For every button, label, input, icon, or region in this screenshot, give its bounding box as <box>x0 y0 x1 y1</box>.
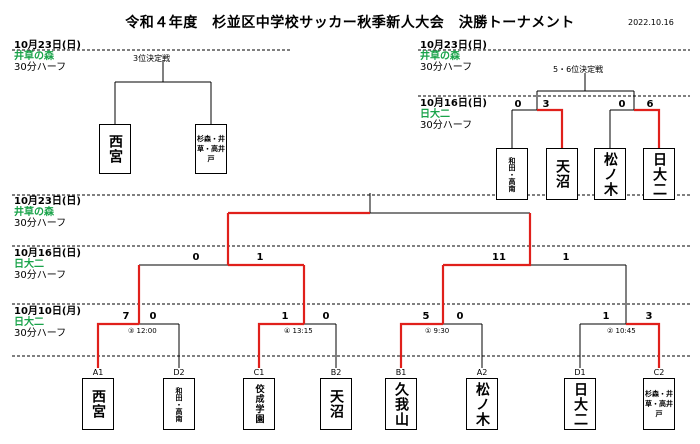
quarterfinal-score: 0 <box>149 311 157 322</box>
semifinal-score: 0 <box>192 252 200 263</box>
fifth-place-label: 5・6位決定戦 <box>553 65 604 74</box>
quarterfinal-half: 30分ハーフ <box>14 328 67 339</box>
semifinal-info: 10月16日(日) 日大二 30分ハーフ <box>14 248 81 281</box>
consolation-score: 0 <box>618 99 626 110</box>
consolation-team-name: 日大二 <box>651 151 667 197</box>
team-seed: D1 <box>574 368 586 377</box>
final-half: 30分ハーフ <box>14 218 67 229</box>
consolation-team-box: 日大二 <box>643 148 675 200</box>
team-seed: C2 <box>653 368 665 377</box>
date-label: 2022.10.16 <box>628 18 674 27</box>
quarterfinal-score: 0 <box>456 311 464 322</box>
team-name: 西宮 <box>90 389 106 419</box>
third-place-team-box: 杉森・井草・高井戸 <box>195 124 227 174</box>
consolation-info: 10月16日(日) 日大二 30分ハーフ <box>420 98 487 131</box>
team-box: 杉森・井草・高井戸 <box>643 378 675 430</box>
team-name: 久我山 <box>393 381 409 427</box>
quarterfinal-date: 10月10日(月) <box>14 306 81 317</box>
final-date: 10月23日(日) <box>14 196 81 207</box>
consolation-score: 0 <box>514 99 522 110</box>
fifth-place-venue: 井草の森 <box>420 51 460 62</box>
final-venue: 井草の森 <box>14 207 54 218</box>
team-seed: A1 <box>92 368 104 377</box>
team-name: 松ノ木 <box>474 381 490 427</box>
quarterfinal-score: 5 <box>422 311 430 322</box>
semifinal-venue: 日大二 <box>14 259 44 270</box>
consolation-team-name: 天沼 <box>554 159 570 189</box>
match-tag: ② 10:45 <box>607 327 636 335</box>
consolation-team-name: 和田・高南 <box>508 156 516 192</box>
team-name: 和田・高南 <box>175 386 183 422</box>
consolation-team-box: 和田・高南 <box>496 148 528 200</box>
third-place-info: 10月23日(日) 井草の森 30分ハーフ <box>14 40 81 73</box>
third-place-team-name: 西宮 <box>107 134 123 164</box>
team-seed: B1 <box>395 368 407 377</box>
consolation-score: 6 <box>646 99 654 110</box>
team-box: 西宮 <box>82 378 114 430</box>
team-box: 天沼 <box>320 378 352 430</box>
team-seed: A2 <box>476 368 488 377</box>
third-place-date: 10月23日(日) <box>14 40 81 51</box>
third-place-team-name: 杉森・井草・高井戸 <box>197 135 225 163</box>
team-seed: D2 <box>173 368 185 377</box>
consolation-team-box: 松ノ木 <box>594 148 626 200</box>
team-name: 日大二 <box>572 381 588 427</box>
fifth-place-half: 30分ハーフ <box>420 62 473 73</box>
quarterfinal-score: 0 <box>322 311 330 322</box>
consolation-half: 30分ハーフ <box>420 120 473 131</box>
consolation-score: 3 <box>542 99 550 110</box>
final-info: 10月23日(日) 井草の森 30分ハーフ <box>14 196 81 229</box>
team-box: 日大二 <box>564 378 596 430</box>
consolation-venue: 日大二 <box>420 109 450 120</box>
consolation-date: 10月16日(日) <box>420 98 487 109</box>
semifinal-score: 1 <box>562 252 570 263</box>
team-box: 和田・高南 <box>163 378 195 430</box>
consolation-team-box: 天沼 <box>546 148 578 200</box>
quarterfinal-info: 10月10日(月) 日大二 30分ハーフ <box>14 306 81 339</box>
quarterfinal-score: 1 <box>602 311 610 322</box>
quarterfinal-venue: 日大二 <box>14 317 44 328</box>
semifinal-score: 11 <box>492 252 506 263</box>
third-place-label: 3位決定戦 <box>133 54 171 63</box>
quarterfinal-score: 3 <box>645 311 653 322</box>
match-tag: ① 9:30 <box>425 327 450 335</box>
match-tag: ③ 12:00 <box>128 327 157 335</box>
team-name: 杉森・井草・高井戸 <box>645 390 673 418</box>
team-box: 久我山 <box>385 378 417 430</box>
third-place-team-box: 西宮 <box>99 124 131 174</box>
third-place-half: 30分ハーフ <box>14 62 67 73</box>
team-box: 松ノ木 <box>466 378 498 430</box>
fifth-place-info: 10月23日(日) 井草の森 30分ハーフ <box>420 40 487 73</box>
consolation-team-name: 松ノ木 <box>602 151 618 197</box>
team-name: 天沼 <box>328 389 344 419</box>
quarterfinal-score: 7 <box>122 311 130 322</box>
team-seed: C1 <box>253 368 265 377</box>
third-place-venue: 井草の森 <box>14 51 54 62</box>
match-tag: ④ 13:15 <box>284 327 313 335</box>
team-name: 佼成学園 <box>253 384 264 424</box>
page-title: 令和４年度 杉並区中学校サッカー秋季新人大会 決勝トーナメント <box>125 15 575 31</box>
semifinal-score: 1 <box>256 252 264 263</box>
team-seed: B2 <box>330 368 342 377</box>
semifinal-date: 10月16日(日) <box>14 248 81 259</box>
semifinal-half: 30分ハーフ <box>14 270 67 281</box>
quarterfinal-score: 1 <box>281 311 289 322</box>
fifth-place-date: 10月23日(日) <box>420 40 487 51</box>
team-box: 佼成学園 <box>243 378 275 430</box>
